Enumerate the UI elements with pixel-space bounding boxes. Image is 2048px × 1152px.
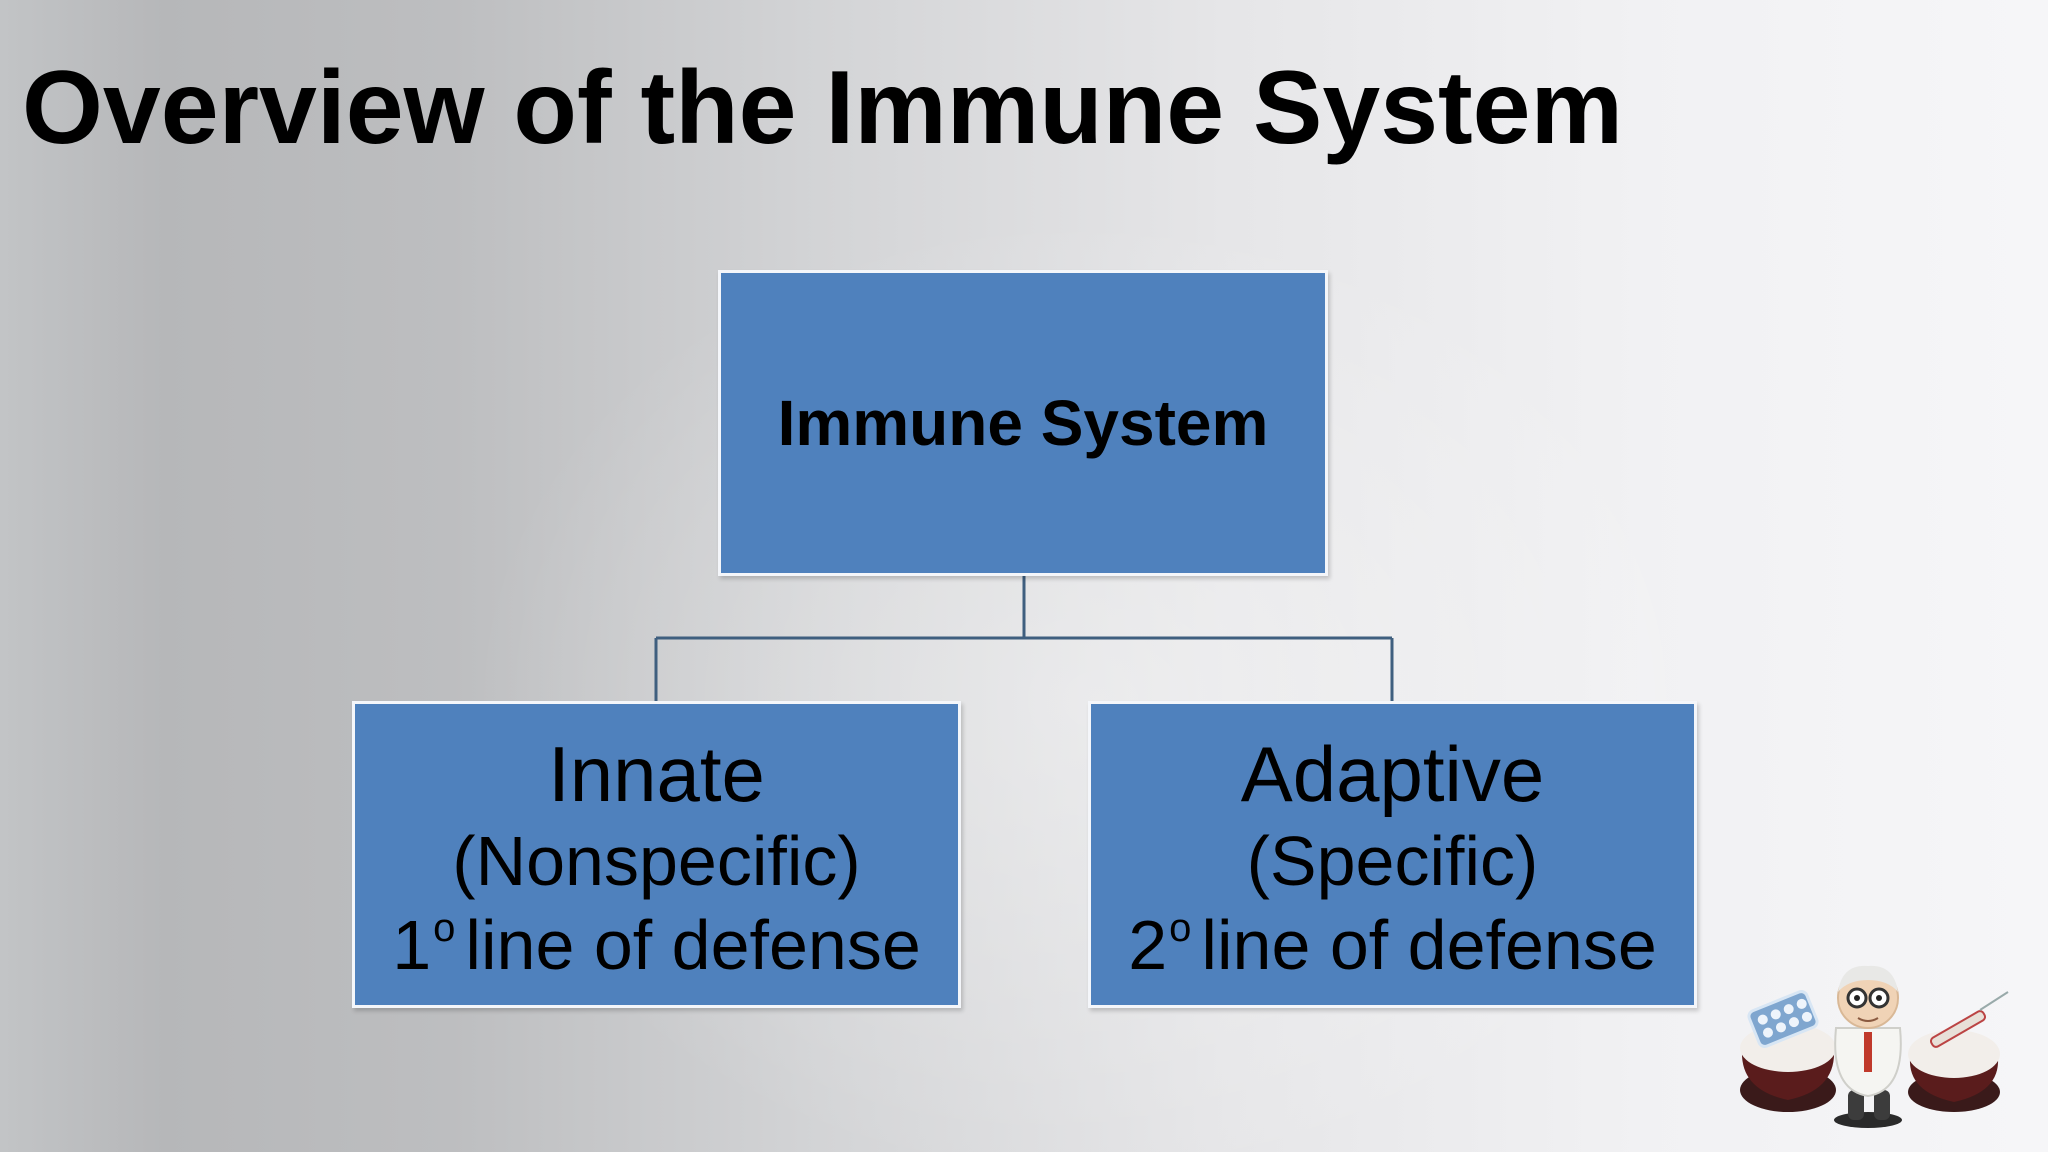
node-innate-subtitle: (Nonspecific) (452, 821, 861, 900)
node-adaptive-ordinal-mark: o (1169, 905, 1192, 950)
slide-title: Overview of the Immune System (22, 50, 1623, 166)
node-adaptive-ordinal: 2 (1128, 905, 1168, 984)
node-immune-system: Immune System (718, 270, 1328, 576)
node-adaptive-subtitle: (Specific) (1246, 821, 1539, 900)
doctor-mascot-icon (1740, 965, 2009, 1128)
node-innate-defense-text: line of defense (465, 905, 921, 984)
node-adaptive-title: Adaptive (1240, 729, 1545, 818)
node-innate-ordinal-mark: o (433, 905, 456, 950)
node-adaptive-defense-text: line of defense (1201, 905, 1657, 984)
node-innate-ordinal: 1 (392, 905, 432, 984)
node-innate-title: Innate (548, 729, 765, 818)
node-immune-system-label: Immune System (777, 387, 1269, 459)
